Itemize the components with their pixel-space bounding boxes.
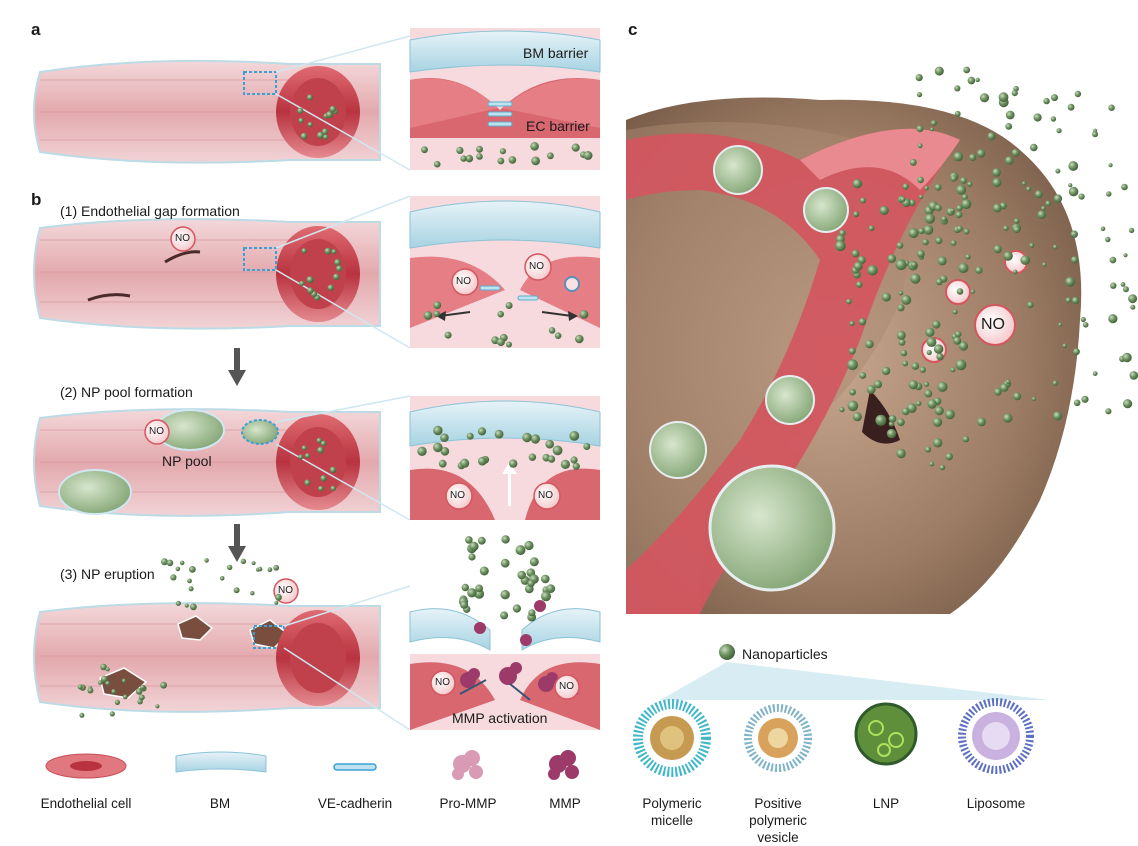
step-arrow-1: [228, 348, 246, 386]
legend-c-lnp-label: LNP: [872, 796, 900, 811]
panel-b2-vessel: [33, 395, 411, 521]
no-bubble-c: [974, 304, 1016, 346]
legend-b-endothelial-label: Endothelial cell: [40, 796, 132, 811]
legend-b-prommp-icon: [452, 750, 483, 780]
panel-a-vessel: [33, 35, 411, 171]
no-label-b1-a: NO: [175, 233, 190, 244]
no-label-b2-a: NO: [149, 426, 164, 437]
legend-c-micelle-label: Polymeric micelle: [642, 796, 702, 828]
ec-barrier-label: EC barrier: [526, 118, 590, 134]
panel-b3-inset: [409, 586, 601, 730]
no-bubble-b3-inset-left: [430, 670, 456, 696]
legend-b-vecadherin-icon: [333, 763, 377, 771]
step3-title: (3) NP eruption: [60, 566, 155, 582]
legend-c-liposome-icon: [958, 698, 1034, 774]
legend-c-lnp-icon: [854, 702, 918, 766]
bm-barrier-label: BM barrier: [523, 45, 589, 61]
panel-c-np-pools: [649, 145, 1028, 592]
legend-c-micelle-icon: [633, 699, 711, 777]
no-label-b2-inset-right: NO: [538, 490, 553, 501]
no-label-b1-inset-left: NO: [456, 276, 471, 287]
panel-b1-inset: [409, 196, 601, 348]
no-label-b3-inset-right: NO: [559, 681, 574, 692]
no-label-b3-a: NO: [278, 585, 293, 596]
no-bubble-b2-inset-right: [533, 482, 561, 510]
no-bubble-b1-inset-right: [524, 253, 552, 281]
no-label-b3-inset-left: NO: [435, 677, 450, 688]
no-label-b1-inset-right: NO: [529, 261, 544, 272]
panel-a-letter: a: [31, 20, 41, 39]
np-pool-label: NP pool: [162, 453, 212, 469]
no-bubble-b2-a: [144, 419, 170, 445]
legend-c-vesicle-label: Positive polymeric vesicle: [749, 796, 807, 845]
step-arrow-2: [228, 524, 246, 562]
legend-b-bm-icon: [175, 751, 267, 773]
legend-c-liposome-label: Liposome: [966, 796, 1026, 811]
panel-a-inset: [409, 28, 601, 170]
panel-b3-vessel: [33, 585, 411, 731]
panel-c-letter: c: [628, 20, 638, 39]
no-bubble-b3-inset-right: [554, 674, 580, 700]
mmp-activation-label: MMP activation: [452, 710, 548, 726]
step2-title: (2) NP pool formation: [60, 384, 193, 400]
no-label-b2-inset-left: NO: [450, 490, 465, 501]
panel-b1-vessel: [33, 195, 411, 349]
np-dots: [77, 94, 593, 718]
no-bubble-b2-inset-left: [445, 482, 473, 510]
panel-c-np-cloud: [835, 66, 1138, 471]
legend-b-vecadherin-label: VE-cadherin: [317, 796, 393, 811]
legend-b-mmp-icon: [548, 750, 579, 780]
no-bubble-b1-inset-left: [451, 268, 479, 296]
legend-b-mmp-label: MMP: [549, 796, 581, 811]
no-bubble-b1-a: [170, 226, 196, 252]
no-label-c: NO: [981, 316, 1005, 333]
legend-c-vesicle-icon: [744, 704, 812, 772]
legend-b-prommp-label: Pro-MMP: [439, 796, 497, 811]
legend-b-endothelial-icon: [45, 753, 127, 779]
legend-c-title: Nanoparticles: [742, 646, 828, 662]
legend-b-bm-label: BM: [209, 796, 231, 811]
legend-c-np-icon: [660, 644, 1050, 700]
panel-b-letter: b: [31, 190, 42, 209]
step1-title: (1) Endothelial gap formation: [60, 203, 240, 219]
